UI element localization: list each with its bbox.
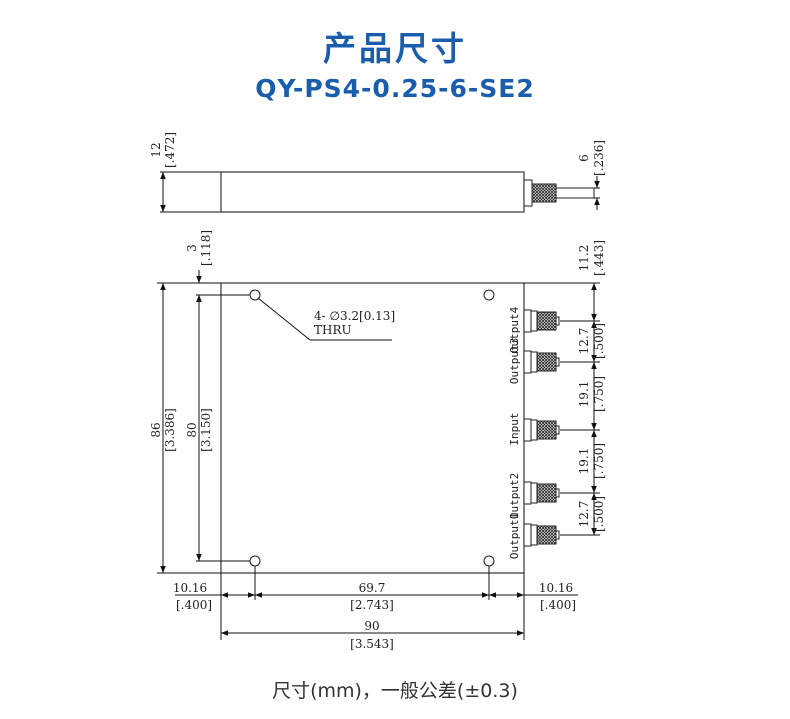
dim-hole-spacing-h-in: [2.743] (350, 598, 394, 612)
port-label-output1: Output1 (508, 513, 521, 559)
dim-pitch-b-mm: 19.1 (577, 381, 591, 408)
mount-hole-icon (483, 555, 495, 567)
dim-port-top-offset-in: [.443] (592, 240, 606, 276)
dim-hole-spacing-v-in: [3.150] (199, 408, 213, 452)
mount-hole-icon (483, 289, 495, 301)
dim-hole-spacing-h-mm: 69.7 (359, 581, 386, 595)
side-view: 12 [.472] 6 [.236] (149, 132, 606, 213)
tolerance-note: 尺寸(mm)，一般公差(±0.3) (272, 680, 518, 702)
port-label-output2: Output2 (508, 473, 521, 519)
connector-output1-icon (523, 523, 560, 547)
side-connector (523, 179, 595, 207)
connector-output4-icon (523, 309, 560, 333)
dim-connector-dia-in: [.236] (592, 140, 606, 176)
top-view: 4- ∅3.2[0.13] THRU Output4 Output3 Input… (149, 230, 606, 651)
dim-side-height-mm: 12 (149, 142, 163, 157)
mount-hole-icon (249, 555, 261, 567)
model-number: QY-PS4-0.25-6-SE2 (255, 74, 535, 103)
connector-output2-icon (523, 481, 560, 505)
dim-left-edge-mm: 10.16 (173, 581, 207, 595)
housing-body (220, 282, 525, 574)
dim-right-edge-mm: 10.16 (539, 581, 573, 595)
dim-total-height-mm: 86 (149, 422, 163, 437)
side-body (220, 171, 525, 213)
dim-pitch-d-in: [.500] (592, 496, 606, 532)
dim-hole-top-offset-mm: 3 (185, 244, 199, 252)
hole-note-line2: THRU (314, 323, 352, 337)
dim-left-edge-in: [.400] (176, 598, 212, 612)
port-label-output4: Output4 (508, 306, 521, 353)
dim-total-width-in: [3.543] (350, 637, 394, 651)
dim-total-width-mm: 90 (364, 619, 379, 633)
dim-connector-dia-mm: 6 (577, 154, 591, 162)
port-label-input: Input (508, 412, 521, 445)
port-label-output3: Output3 (508, 338, 521, 384)
dim-pitch-d-mm: 12.7 (577, 501, 591, 528)
sma-connectors (523, 309, 560, 547)
dim-port-top-offset-mm: 11.2 (577, 245, 591, 272)
dim-pitch-a-in: [.500] (592, 323, 606, 359)
dim-hole-spacing-v-mm: 80 (185, 422, 199, 437)
dim-hole-top-offset-in: [.118] (199, 230, 213, 266)
connector-input-icon (523, 418, 560, 442)
dim-pitch-c-in: [.750] (592, 443, 606, 479)
dim-pitch-c-mm: 19.1 (577, 448, 591, 475)
dim-pitch-b-in: [.750] (592, 376, 606, 412)
dim-pitch-a-mm: 12.7 (577, 328, 591, 355)
page-title: 产品尺寸 (323, 29, 467, 68)
dim-side-height-in: [.472] (163, 132, 177, 168)
dim-right-edge-in: [.400] (540, 598, 576, 612)
hole-note-line1: 4- ∅3.2[0.13] (314, 309, 395, 323)
dim-total-height-in: [3.386] (163, 408, 177, 452)
connector-output3-icon (523, 350, 560, 374)
